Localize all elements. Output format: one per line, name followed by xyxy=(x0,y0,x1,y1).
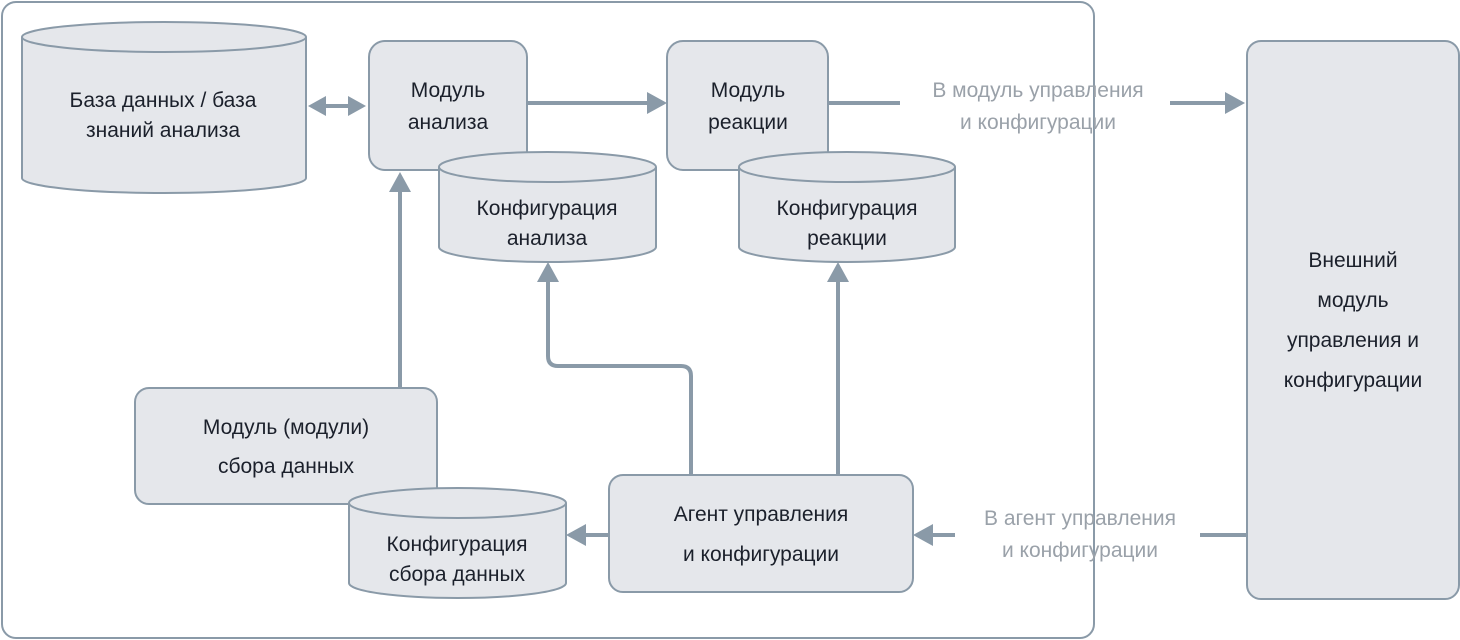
external-label-2: модуль xyxy=(1317,289,1388,312)
reaction-to-external-arrow: В модуль управления и конфигурации xyxy=(828,79,1245,134)
reaction-config-label-1: Конфигурация xyxy=(777,197,918,220)
agent-label-1: Агент управления xyxy=(674,503,848,526)
db-analysis-double-arrow xyxy=(308,96,366,116)
analysis-config-node: Конфигурация анализа xyxy=(438,151,657,263)
reaction-module-node: Модуль реакции xyxy=(666,40,829,171)
collection-config-node: Конфигурация сбора данных xyxy=(348,487,567,599)
agent-label-2: и конфигурации xyxy=(683,543,839,566)
to-agent-label-2: и конфигурации xyxy=(1002,539,1158,562)
reaction-config-label-2: реакции xyxy=(807,227,887,250)
analysis-to-reaction-arrow xyxy=(527,92,667,114)
to-agent-label-1: В агент управления xyxy=(984,507,1176,530)
collection-module-label-2: сбора данных xyxy=(218,455,355,478)
analysis-module-label-2: анализа xyxy=(408,111,489,134)
agent-to-analysis-config-arrow xyxy=(537,262,693,475)
reaction-module-label-1: Модуль xyxy=(711,79,785,102)
external-module-node: Внешний модуль управления и конфигурации xyxy=(1246,40,1460,600)
agent-node: Агент управления и конфигурации xyxy=(608,474,914,593)
analysis-module-label-1: Модуль xyxy=(411,79,485,102)
collection-to-analysis-arrow xyxy=(389,172,411,388)
collection-module-label-1: Модуль (модули) xyxy=(203,416,369,439)
external-to-agent-arrow: В агент управления и конфигурации xyxy=(913,507,1247,562)
agent-to-reaction-config-arrow xyxy=(827,262,849,475)
collection-config-label-2: сбора данных xyxy=(389,563,526,586)
collection-module-node: Модуль (модули) сбора данных xyxy=(134,387,438,505)
database-node: База данных / база знаний анализа xyxy=(21,21,307,194)
database-label-2: знаний анализа xyxy=(86,119,240,142)
agent-to-collection-config-arrow xyxy=(566,524,609,546)
collection-config-label-1: Конфигурация xyxy=(387,533,528,556)
analysis-config-label-1: Конфигурация xyxy=(477,197,618,220)
analysis-module-node: Модуль анализа xyxy=(368,40,528,171)
reaction-config-node: Конфигурация реакции xyxy=(738,151,956,263)
analysis-config-label-2: анализа xyxy=(507,227,588,250)
external-label-3: управления и xyxy=(1287,329,1419,352)
reaction-module-label-2: реакции xyxy=(708,111,788,134)
to-external-label-1: В модуль управления xyxy=(932,79,1143,102)
database-label-1: База данных / база xyxy=(70,89,257,112)
to-external-label-2: и конфигурации xyxy=(960,111,1116,134)
external-label-1: Внешний xyxy=(1308,249,1397,272)
external-label-4: конфигурации xyxy=(1284,369,1422,392)
